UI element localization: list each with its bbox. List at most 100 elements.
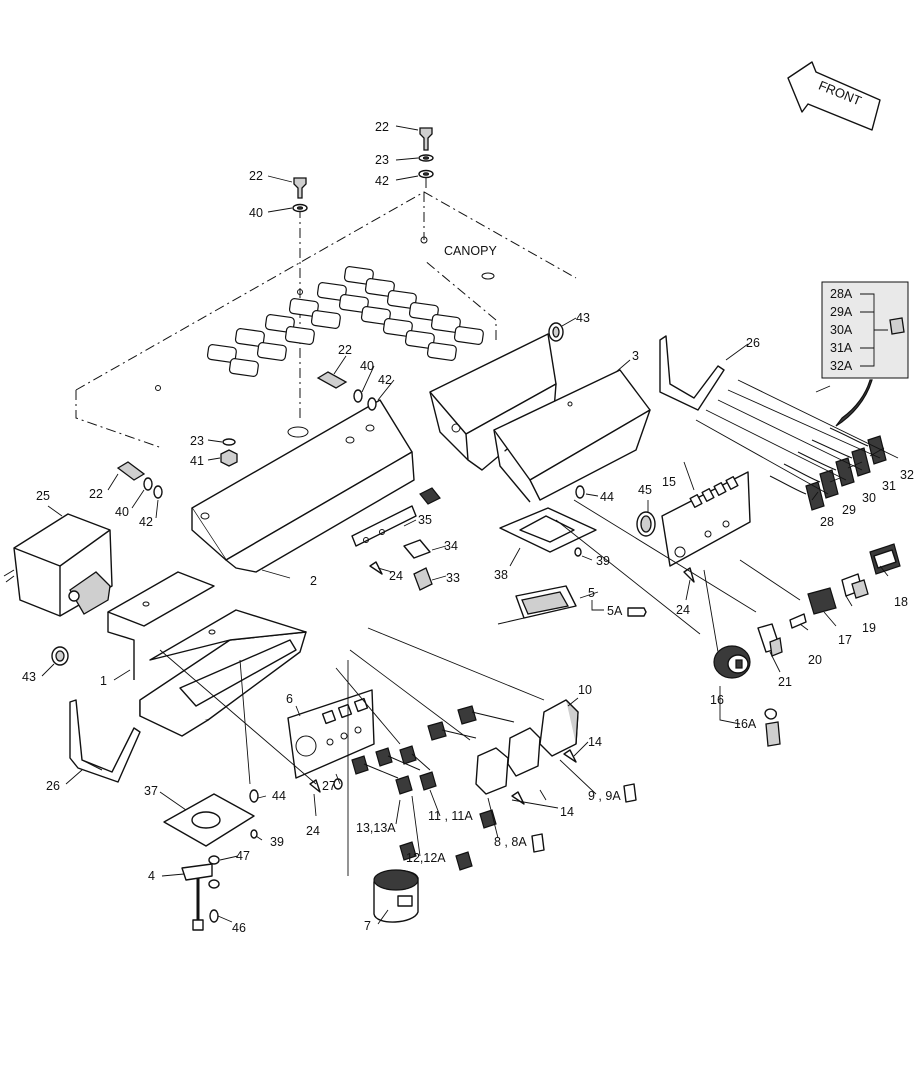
- callout-22e: 22: [89, 487, 103, 501]
- callout-22a: 22: [375, 120, 389, 134]
- bulbs-and-switches-8-13: [399, 783, 637, 871]
- callout-6: 6: [286, 692, 293, 706]
- bulb-inset-box: 28A 29A 30A 31A 32A: [821, 281, 909, 427]
- callout-numbers: 22 23 42 22 40 43 3 26 22 40 42 23 41 22…: [22, 120, 914, 935]
- switch-panel-15: [661, 471, 751, 567]
- callout-2: 2: [310, 574, 317, 588]
- bezel-38: [499, 507, 597, 553]
- callout-17: 17: [838, 633, 852, 647]
- callout-28: 28: [820, 515, 834, 529]
- inset-label-29a: 29A: [830, 305, 853, 319]
- grommet-43-top: [548, 322, 564, 342]
- callout-19: 19: [862, 621, 876, 635]
- callout-23d: 23: [190, 434, 204, 448]
- callout-22c: 22: [338, 343, 352, 357]
- callout-21: 21: [778, 675, 792, 689]
- callout-4: 4: [148, 869, 155, 883]
- dome-lamp-5: [497, 585, 577, 625]
- callout-5: 5: [588, 586, 595, 600]
- callout-14a: 14: [588, 735, 602, 749]
- bulb-5a: [627, 607, 647, 617]
- top-left-fastener-stack: [292, 177, 308, 213]
- canopy-vent-slots: [206, 266, 484, 377]
- callout-42e: 42: [139, 515, 153, 529]
- callout-43a: 43: [576, 311, 590, 325]
- callout-34: 34: [444, 539, 458, 553]
- callout-38: 38: [494, 568, 508, 582]
- bolt-22-middle: [316, 371, 377, 411]
- callout-44b: 44: [272, 789, 286, 803]
- canopy-outline: CANOPY: [75, 191, 577, 449]
- grab-handle-26-left: [69, 699, 141, 783]
- harness-28-32: [695, 379, 899, 511]
- box-3: [429, 333, 651, 503]
- callout-13: 13,13A: [356, 821, 396, 835]
- inset-label-31a: 31A: [830, 341, 853, 355]
- callout-15: 15: [662, 475, 676, 489]
- switch-panel-6: [287, 689, 375, 779]
- bracket-2: [191, 399, 415, 573]
- inset-label-32a: 32A: [830, 359, 853, 373]
- relay-8: [475, 747, 509, 795]
- callout-40c: 40: [360, 359, 374, 373]
- callout-42c: 42: [378, 373, 392, 387]
- callout-24a: 24: [389, 569, 403, 583]
- bolt-22-left: [116, 461, 163, 499]
- callout-37: 37: [144, 784, 158, 798]
- bolt-4: [181, 863, 213, 931]
- power-socket-7: [373, 869, 419, 923]
- leader-lines: [41, 125, 889, 925]
- callout-26b: 26: [46, 779, 60, 793]
- callout-30: 30: [862, 491, 876, 505]
- callout-33: 33: [446, 571, 460, 585]
- callout-24b: 24: [676, 603, 690, 617]
- callout-10: 10: [578, 683, 592, 697]
- callout-25: 25: [36, 489, 50, 503]
- callout-22b: 22: [249, 169, 263, 183]
- callout-18: 18: [894, 595, 908, 609]
- work-lamp-25: [3, 513, 113, 617]
- callout-5a: 5A: [607, 604, 623, 618]
- callout-45: 45: [638, 483, 652, 497]
- connector-33-35: [351, 487, 441, 591]
- callout-1: 1: [100, 674, 107, 688]
- inset-label-28a: 28A: [830, 287, 853, 301]
- callout-16a: 16A: [734, 717, 757, 731]
- grommet-43-left: [51, 646, 69, 666]
- grab-handle-26-right: [659, 335, 725, 411]
- plate-37: [163, 793, 255, 847]
- callout-29: 29: [842, 503, 856, 517]
- panel-harnesses: [335, 627, 545, 795]
- callout-14b: 14: [560, 805, 574, 819]
- relay-10: [539, 699, 579, 757]
- callout-40b: 40: [249, 206, 263, 220]
- callout-32: 32: [900, 468, 914, 482]
- relay-9: [507, 727, 541, 777]
- front-arrow: FRONT: [787, 61, 881, 131]
- callout-11: 11 , 11A: [428, 809, 473, 823]
- callout-24c: 24: [306, 824, 320, 838]
- callout-12: 12,12A: [406, 851, 446, 865]
- nut-41: [220, 438, 238, 467]
- callout-9: 9 , 9A: [588, 789, 621, 803]
- box-1: [107, 571, 307, 737]
- callout-16: 16: [710, 693, 724, 707]
- callout-3: 3: [632, 349, 639, 363]
- callout-26a: 26: [746, 336, 760, 350]
- callout-47: 47: [236, 849, 250, 863]
- callout-44a: 44: [600, 490, 614, 504]
- callout-39b: 39: [270, 835, 284, 849]
- callout-46: 46: [232, 921, 246, 935]
- key-switch-16: [713, 645, 781, 747]
- canopy-label: CANOPY: [444, 244, 497, 258]
- callout-35: 35: [418, 513, 432, 527]
- top-right-fastener-stack: [418, 127, 434, 192]
- callout-41: 41: [190, 454, 204, 468]
- switches-17-21: [757, 543, 901, 657]
- callout-8: 8 , 8A: [494, 835, 527, 849]
- inset-label-30a: 30A: [830, 323, 853, 337]
- callout-7: 7: [364, 919, 371, 933]
- callout-40e: 40: [115, 505, 129, 519]
- callout-20: 20: [808, 653, 822, 667]
